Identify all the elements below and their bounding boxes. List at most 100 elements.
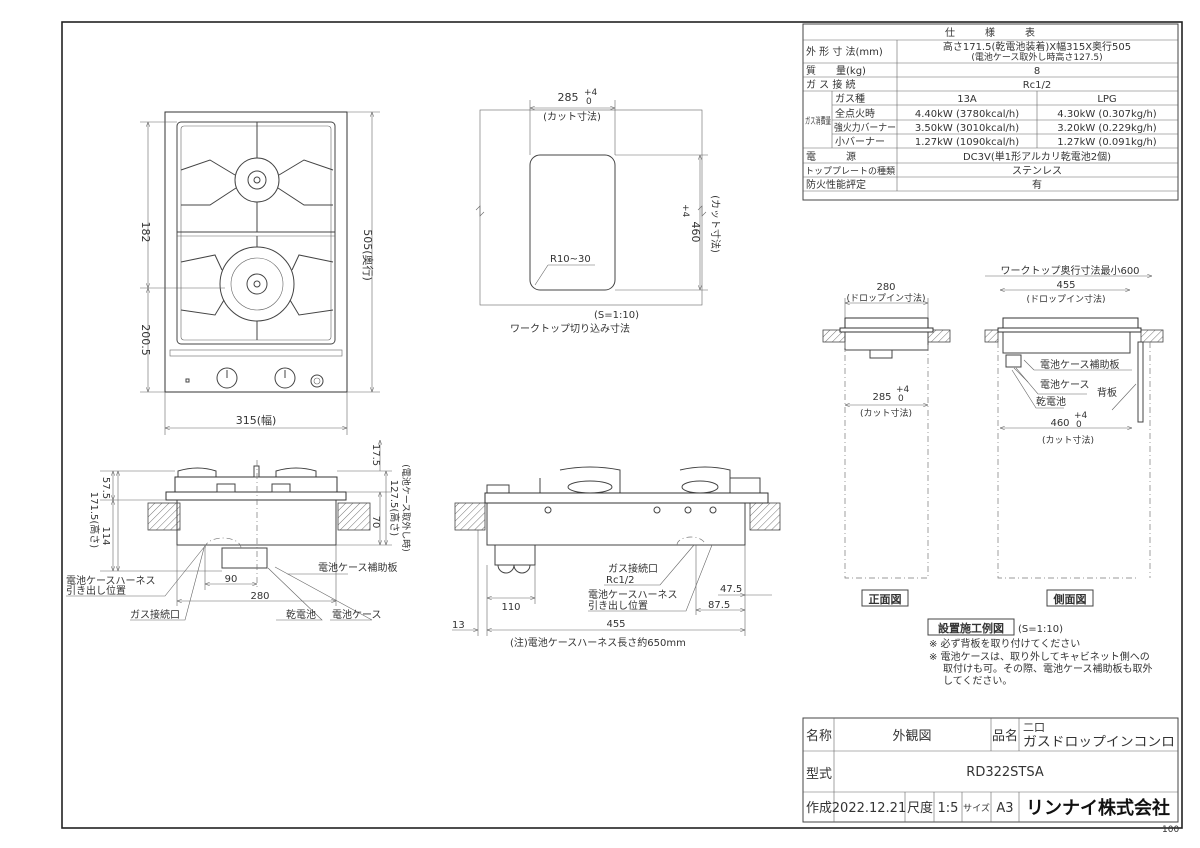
label-harness-2: 引き出し位置	[66, 584, 126, 597]
spec-top-plate-label: トッププレートの種類	[805, 166, 895, 177]
dim-70: 70	[370, 516, 381, 529]
spec-power-label: 電 源	[806, 150, 856, 163]
dim-171-5: 171.5(高さ)	[88, 492, 101, 549]
install-front-caption: 正面図	[869, 592, 902, 606]
cutout-scale: (S=1:10)	[594, 310, 639, 321]
install-side-caption: 側面図	[1053, 592, 1087, 606]
install-label-back-plate: 背板	[1097, 386, 1117, 399]
install-side-600: ワークトップ奥行寸法最小600	[1000, 264, 1139, 277]
spec-gas-type-lpg: LPG	[1097, 94, 1116, 105]
install-front-285: 285	[872, 392, 891, 403]
install-front-280: 280	[876, 282, 895, 293]
cutout-cut-label-460: (カット寸法)	[709, 195, 722, 253]
created-date: 2022.12.21	[832, 801, 906, 816]
spec-small-lpg: 1.27kW (0.091kg/h)	[1057, 137, 1156, 148]
spec-strong-label: 強火力バーナー	[834, 121, 896, 134]
dim-13: 13	[452, 620, 465, 631]
install-front-cut: (カット寸法)	[860, 407, 912, 419]
spec-all-on-13a: 4.40kW (3780kcal/h)	[915, 109, 1019, 120]
dim-87-5: 87.5	[708, 600, 730, 611]
cutout-dim-460: 460	[689, 222, 702, 243]
label-battery-case: 電池ケース	[332, 608, 382, 621]
side-label-gas-rc: Rc1/2	[606, 575, 635, 586]
top-view: 182 200.5 505(奥行) 315(幅)	[139, 111, 380, 435]
model-label: 型式	[806, 767, 832, 782]
note-2c: してください。	[943, 675, 1012, 687]
spec-mass-value: 8	[1034, 66, 1040, 77]
spec-dimensions-value: 高さ171.5(乾電池装着)X幅315X奥行505	[943, 40, 1131, 53]
spec-fire-value: 有	[1032, 178, 1042, 191]
company-name: リンナイ株式会社	[1026, 797, 1170, 819]
spec-table: 仕 様 表 外 形 寸 法(mm) 高さ171.5(乾電池装着)X幅315X奥行…	[802, 23, 1179, 201]
cutout-tol-zero: 0	[586, 97, 592, 107]
label-battery: 乾電池	[286, 608, 316, 621]
grill-button	[310, 374, 324, 388]
install-side-dropin: (ドロップイン寸法)	[1026, 293, 1105, 305]
example-scale: (S=1:10)	[1018, 624, 1063, 635]
installation-notes: 設置施工例図 (S=1:10) ※ 必ず背板を取り付けてください ※ 電池ケース…	[927, 618, 1153, 687]
example-title: 設置施工例図	[938, 621, 1004, 635]
cutout-radius: R10~30	[550, 254, 591, 265]
install-side-cut: (カット寸法)	[1042, 434, 1094, 446]
dim-200-5: 200.5	[139, 324, 152, 356]
scale-label: 尺度	[907, 800, 933, 816]
install-side-tol-zero: 0	[1076, 420, 1082, 430]
knob-right	[274, 367, 296, 389]
size-value: A3	[996, 801, 1013, 816]
cutout-view: 285 +4 0 (カット寸法) 460 +4 (カット寸法) R10~30 (…	[475, 88, 722, 335]
label-harness: 電池ケースハーネス	[66, 574, 156, 587]
dim-47-5: 47.5	[720, 584, 742, 595]
spec-table-title: 仕 様 表	[945, 26, 1035, 39]
dim-182: 182	[139, 222, 152, 243]
spec-gas-conn-label: ガ ス 接 続	[806, 78, 856, 91]
dim-280: 280	[250, 591, 269, 602]
install-label-aux-plate: 電池ケース補助板	[1040, 358, 1120, 371]
side-label-harness-2: 引き出し位置	[588, 599, 648, 612]
cutout-cut-label: (カット寸法)	[543, 110, 601, 123]
cutout-tol-plus: +4	[584, 88, 598, 98]
model-value: RD322STSA	[966, 765, 1044, 780]
install-side-tol-plus: +4	[1074, 411, 1088, 421]
scale-value: 1:5	[938, 801, 959, 816]
product-line1: 二口	[1023, 721, 1045, 734]
spec-fire-label: 防火性能評定	[806, 178, 866, 191]
dim-315: 315(幅)	[236, 414, 277, 427]
spec-dimensions-label: 外 形 寸 法(mm)	[806, 45, 883, 58]
install-front-tol-plus: +4	[896, 385, 910, 395]
install-front-tol-zero: 0	[898, 394, 904, 404]
created-label: 作成	[806, 801, 832, 816]
spec-power-value: DC3V(単1形アルカリ乾電池2個)	[963, 150, 1111, 163]
name-value: 外観図	[892, 729, 931, 744]
spec-all-on-lpg: 4.30kW (0.307kg/h)	[1057, 109, 1156, 120]
knob-left	[216, 367, 238, 389]
name-label: 名称	[806, 728, 832, 744]
spec-gas-type-label: ガス種	[835, 92, 865, 105]
spec-gas-type-13a: 13A	[957, 94, 977, 105]
dim-110: 110	[501, 602, 520, 613]
product-line2: ガスドロップインコンロ	[1023, 735, 1175, 750]
small-burner	[180, 122, 334, 232]
spec-strong-lpg: 3.20kW (0.229kg/h)	[1057, 123, 1156, 134]
label-gas-port: ガス接続口	[130, 608, 180, 621]
spec-all-on-label: 全点火時	[835, 107, 875, 120]
cutout-tol-plus-460: +4	[680, 204, 690, 218]
dim-114: 114	[100, 526, 111, 545]
front-elevation: 57.5 171.5(高さ) 114 17.5 70 127.5(高さ) (電池…	[66, 440, 412, 621]
dim-57-5: 57.5	[100, 477, 111, 499]
title-block: 名称 外観図 品名 二口 ガスドロップインコンロ 型式 RD322STSA 作成…	[802, 717, 1179, 835]
dim-127-5: 127.5(高さ)	[388, 480, 401, 537]
side-note: (注)電池ケースハーネス長さ約650mm	[510, 636, 686, 649]
note-127-5: (電池ケース取外し時)	[400, 464, 412, 552]
sheet-number: 100	[1162, 825, 1179, 835]
spec-consumption-group: ガス消費量	[805, 115, 831, 127]
note-1: ※ 必ず背板を取り付けてください	[929, 637, 1080, 650]
drawing-frame	[61, 21, 1183, 829]
dim-505: 505(奥行)	[361, 229, 375, 281]
install-side-460: 460	[1050, 418, 1069, 429]
side-label-gas-port: ガス接続口	[608, 562, 658, 575]
install-label-battery-case: 電池ケース	[1040, 378, 1090, 391]
product-label: 品名	[992, 728, 1018, 744]
dim-455: 455	[606, 619, 625, 630]
install-side-455: 455	[1056, 280, 1075, 291]
